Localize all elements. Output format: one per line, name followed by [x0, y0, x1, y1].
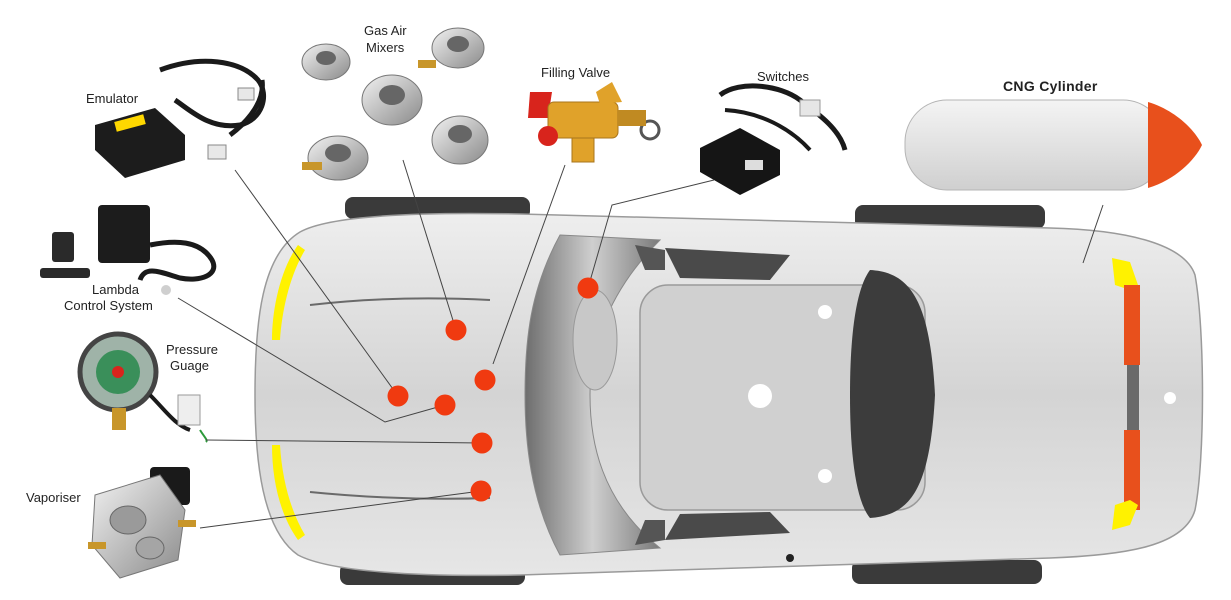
pressure-gauge-image: [77, 331, 208, 443]
roof-hole-center: [748, 384, 772, 408]
cng-cylinder-image: [904, 99, 1202, 191]
marker-switches: [577, 277, 599, 299]
leader-cng-cylinder: [1082, 204, 1104, 264]
lambda-ecu: [98, 205, 150, 263]
cylinder-cap: [1148, 102, 1202, 188]
rear-left-wheel: [855, 205, 1045, 229]
headlight-right: [272, 445, 305, 540]
rear-hole: [1164, 392, 1176, 404]
leader-switches: [587, 179, 715, 289]
roof-hole-bottom: [818, 469, 832, 483]
marker-lambda: [434, 394, 456, 416]
leader-pressure-gauge: [205, 439, 483, 444]
leader-emulator: [234, 169, 399, 397]
switches-image: [700, 83, 848, 195]
label-pressure-1: Pressure: [166, 342, 219, 357]
label-vaporiser: Vaporiser: [26, 490, 81, 505]
vent-window-bottom: [635, 520, 665, 545]
marker-gas-air-mixers: [445, 319, 467, 341]
taillight-right-yellow: [1112, 500, 1138, 530]
taillight-right: [1124, 430, 1140, 510]
headlight-left: [272, 245, 305, 340]
cylinder-body: [904, 99, 1166, 191]
gas-air-mixers-image: [301, 27, 489, 181]
vaporiser-image: [88, 467, 196, 579]
label-emulator: Emulator: [86, 91, 139, 106]
vent-window-top: [635, 245, 665, 270]
label-filling-valve: Filling Valve: [541, 65, 611, 80]
leader-lines: [177, 159, 1104, 529]
side-window-bottom: [665, 512, 790, 540]
fuel-cap: [786, 554, 794, 562]
label-lambda-1: Lambda: [92, 282, 139, 297]
label-cng-cylinder: CNG Cylinder: [1003, 78, 1098, 94]
label-switches: Switches: [757, 69, 810, 84]
filling-valve-image: [528, 82, 661, 163]
side-window-top: [665, 248, 790, 280]
rear-right-wheel: [852, 560, 1042, 584]
taillight-left: [1124, 285, 1140, 365]
rear-panel: [1127, 365, 1139, 430]
label-pressure-2: Guage: [170, 358, 210, 373]
marker-pressure-gauge: [471, 432, 493, 454]
marker-vaporiser: [470, 480, 492, 502]
taillight-left-yellow: [1112, 258, 1138, 290]
leader-filling-valve: [492, 164, 566, 365]
leader-vaporiser: [199, 490, 482, 529]
label-gas-air-mixers-1: Gas Air: [364, 23, 407, 38]
emulator-image: [95, 58, 267, 178]
leader-gas-air-mixers: [402, 159, 457, 331]
marker-emulator: [387, 385, 409, 407]
marker-filling-valve: [474, 369, 496, 391]
rear-window: [850, 270, 935, 518]
mirror-dome: [572, 289, 618, 391]
label-gas-air-mixers-2: Mixers: [366, 40, 405, 55]
car-top-view: [254, 197, 1204, 585]
leader-lambda: [177, 297, 446, 423]
lambda-image: [40, 205, 217, 295]
switch-box: [700, 128, 780, 195]
hood-crease-bottom: [309, 491, 491, 500]
markers: [387, 277, 599, 502]
roof-hole-top: [818, 305, 832, 319]
hood-crease-top: [309, 297, 491, 306]
label-lambda-2: Control System: [64, 298, 153, 313]
